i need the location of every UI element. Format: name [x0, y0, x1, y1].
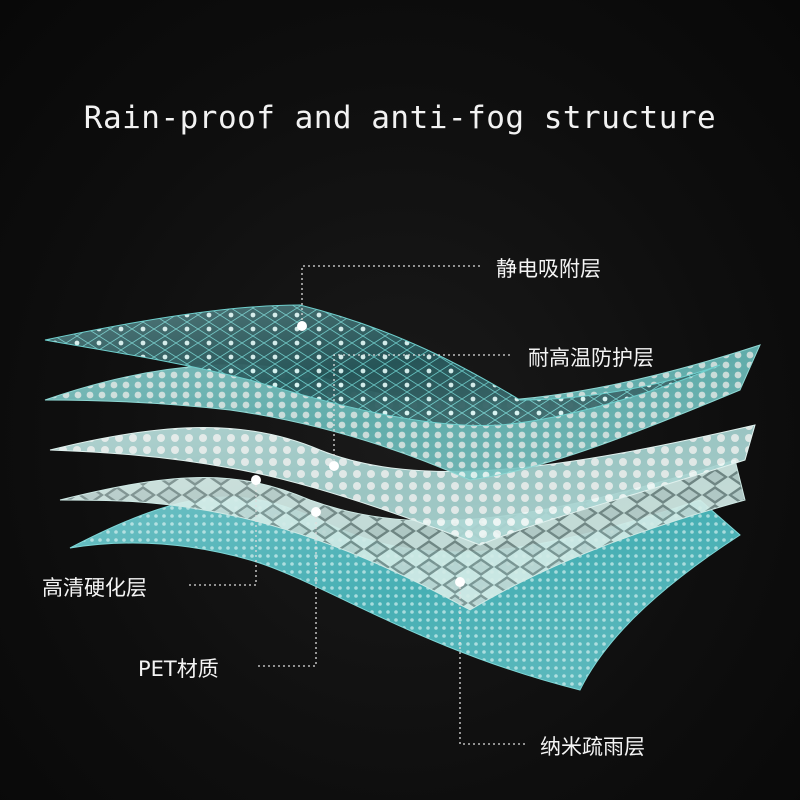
label-heat-layer: 耐高温防护层 [528, 346, 654, 370]
leader-pet [255, 512, 317, 667]
label-rain-layer: 纳米疏雨层 [540, 735, 645, 759]
diagram-title: Rain-proof and anti-fog structure [83, 100, 717, 136]
marker-rain [455, 577, 465, 587]
label-hd-layer: 高清硬化层 [42, 576, 147, 600]
label-pet-layer: PET材质 [138, 657, 219, 681]
marker-heat [329, 461, 339, 471]
marker-pet [311, 507, 321, 517]
label-static-layer: 静电吸附层 [496, 257, 601, 281]
leader-heat [333, 354, 510, 466]
marker-hd [251, 475, 261, 485]
leader-rain [459, 582, 525, 745]
marker-static [297, 321, 307, 331]
leader-hd [188, 480, 257, 586]
